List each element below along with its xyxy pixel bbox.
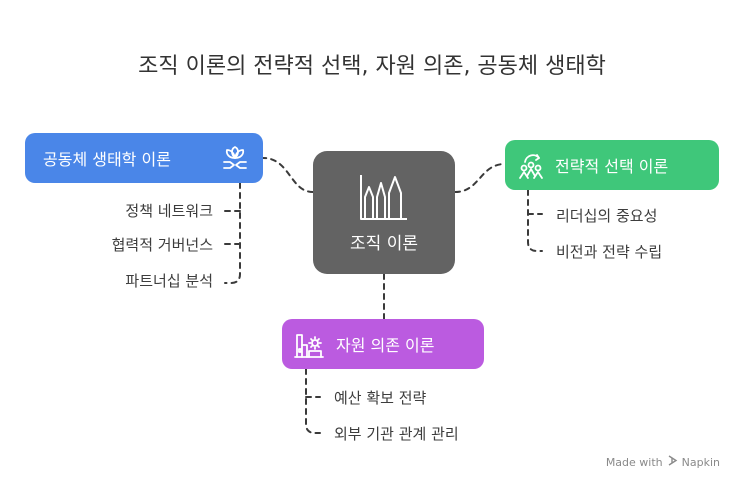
connector-resource-leaves	[305, 368, 321, 434]
diagram-title: 조직 이론의 전략적 선택, 자원 의존, 공동체 생태학	[138, 54, 606, 79]
leaf-resource-1: 예산 확보 전략	[334, 389, 427, 407]
sprout-hands-icon	[221, 144, 249, 172]
topic-strategic-choice[interactable]: 전략적 선택 이론	[505, 140, 719, 190]
people-chart-icon	[517, 152, 545, 180]
leaf-resource-2: 외부 기관 관계 관리	[334, 425, 459, 443]
factory-chimneys-icon	[359, 173, 409, 225]
leaf-community-2: 협력적 거버넌스	[111, 236, 213, 254]
footer-brand: Napkin	[681, 455, 720, 469]
center-label: 조직 이론	[350, 234, 418, 254]
connector-center-strategic	[454, 163, 506, 193]
footer-attribution: Made with Napkin	[606, 455, 720, 469]
center-node[interactable]: 조직 이론	[313, 151, 455, 274]
connector-strategic-leaves	[527, 189, 543, 252]
footer-made-with: Made with	[605, 455, 663, 469]
topic-community-label: 공동체 생태학 이론	[43, 150, 171, 169]
leaf-community-3: 파트너십 분석	[125, 272, 213, 290]
topic-resource-dependence[interactable]: 자원 의존 이론	[282, 319, 484, 369]
leaf-strategic-2: 비전과 전략 수립	[556, 243, 663, 261]
topic-strategic-label: 전략적 선택 이론	[555, 157, 669, 176]
topic-resource-label: 자원 의존 이론	[336, 336, 435, 355]
topic-community-ecology[interactable]: 공동체 생태학 이론	[25, 133, 263, 183]
connector-center-community	[262, 157, 314, 193]
factory-gear-icon	[293, 331, 325, 359]
leaf-strategic-1: 리더십의 중요성	[556, 207, 658, 225]
connector-community-leaves	[224, 182, 241, 284]
leaf-community-1: 정책 네트워크	[125, 202, 213, 220]
napkin-logo-icon	[667, 455, 678, 469]
